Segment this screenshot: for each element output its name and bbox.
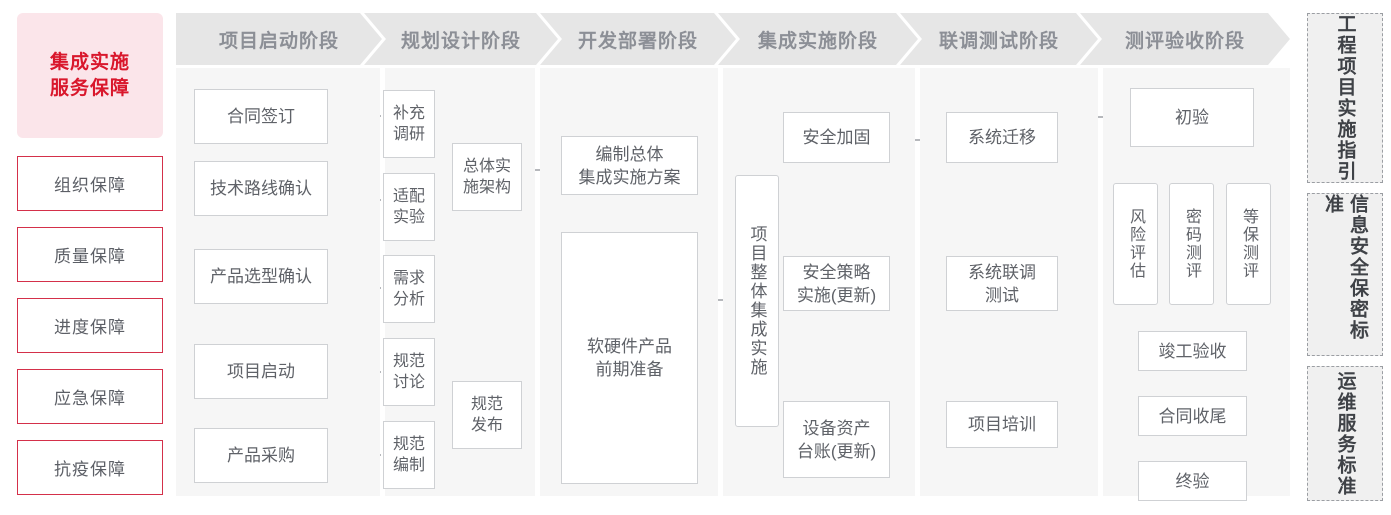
guarantee-title-line-2: 服务保障 (49, 77, 130, 99)
phase-header-planning: 规划设计阶段 (364, 13, 558, 65)
standard-engineering-project-guideline[interactable]: 工程项目实施指引 (1307, 13, 1383, 183)
node-system-migration[interactable]: 系统迁移 (946, 112, 1058, 163)
node-standard-drafting[interactable]: 规范 编制 (383, 421, 435, 489)
node-equipment-asset-ledger[interactable]: 设备资产 台账(更新) (783, 401, 890, 478)
standard-information-security-confidentiality[interactable]: 信息安全保密标准 (1307, 193, 1383, 356)
node-standard-release[interactable]: 规范 发布 (452, 381, 522, 449)
node-classified-protection-evaluation[interactable]: 等保测评 (1226, 183, 1271, 305)
node-contract-signing[interactable]: 合同签订 (194, 89, 328, 144)
node-overall-project-integration[interactable]: 项目整体集成实施 (735, 175, 779, 427)
node-product-selection-confirm[interactable]: 产品选型确认 (194, 249, 328, 304)
node-security-hardening[interactable]: 安全加固 (783, 112, 890, 163)
node-project-kickoff[interactable]: 项目启动 (194, 344, 328, 399)
node-project-training[interactable]: 项目培训 (946, 401, 1058, 448)
standard-operation-maintenance-service[interactable]: 运维服务标准 (1307, 366, 1383, 501)
standard-information-security-confidentiality-label: 信息安全保密标准 (1322, 194, 1368, 341)
guarantee-item-emergency[interactable]: 应急保障 (17, 369, 163, 424)
guarantee-item-epidemic[interactable]: 抗疫保障 (17, 440, 163, 495)
node-tech-route-confirm[interactable]: 技术路线确认 (194, 161, 328, 216)
node-standard-discussion[interactable]: 规范 讨论 (383, 338, 435, 406)
standard-engineering-project-guideline-label: 工程项目实施指引 (1334, 14, 1356, 182)
guarantee-title: 集成实施 服务保障 (17, 13, 163, 138)
guarantee-item-schedule[interactable]: 进度保障 (17, 298, 163, 353)
node-risk-assessment[interactable]: 风险评估 (1113, 183, 1158, 305)
node-security-policy-implementation[interactable]: 安全策略 实施(更新) (783, 256, 890, 311)
node-requirements-analysis[interactable]: 需求 分析 (383, 255, 435, 323)
phase-header-acceptance: 测评验收阶段 (1080, 13, 1290, 65)
node-preliminary-acceptance[interactable]: 初验 (1130, 88, 1254, 147)
node-compile-overall-integration-plan[interactable]: 编制总体 集成实施方案 (561, 136, 698, 195)
guarantee-item-quality[interactable]: 质量保障 (17, 227, 163, 282)
node-system-joint-debug-test[interactable]: 系统联调 测试 (946, 256, 1058, 311)
node-adaptation-experiment[interactable]: 适配 实验 (383, 173, 435, 241)
node-contract-closeout[interactable]: 合同收尾 (1138, 396, 1247, 436)
node-product-procurement[interactable]: 产品采购 (194, 428, 328, 483)
guarantee-item-organization[interactable]: 组织保障 (17, 156, 163, 211)
node-hardware-software-preparation[interactable]: 软硬件产品 前期准备 (561, 232, 698, 484)
node-cryptography-evaluation[interactable]: 密码测评 (1169, 183, 1214, 305)
phase-header-joint-test: 联调测试阶段 (900, 13, 1098, 65)
phase-header-startup: 项目启动阶段 (176, 13, 382, 65)
node-completion-acceptance[interactable]: 竣工验收 (1138, 331, 1247, 371)
node-overall-implementation-architecture[interactable]: 总体实 施架构 (452, 143, 522, 211)
node-supplementary-research[interactable]: 补充 调研 (383, 90, 435, 158)
guarantee-title-line-1: 集成实施 (49, 51, 130, 73)
phase-header-development: 开发部署阶段 (540, 13, 736, 65)
phase-header-integration: 集成实施阶段 (718, 13, 918, 65)
node-final-acceptance[interactable]: 终验 (1138, 461, 1247, 501)
standard-operation-maintenance-service-label: 运维服务标准 (1334, 370, 1356, 497)
